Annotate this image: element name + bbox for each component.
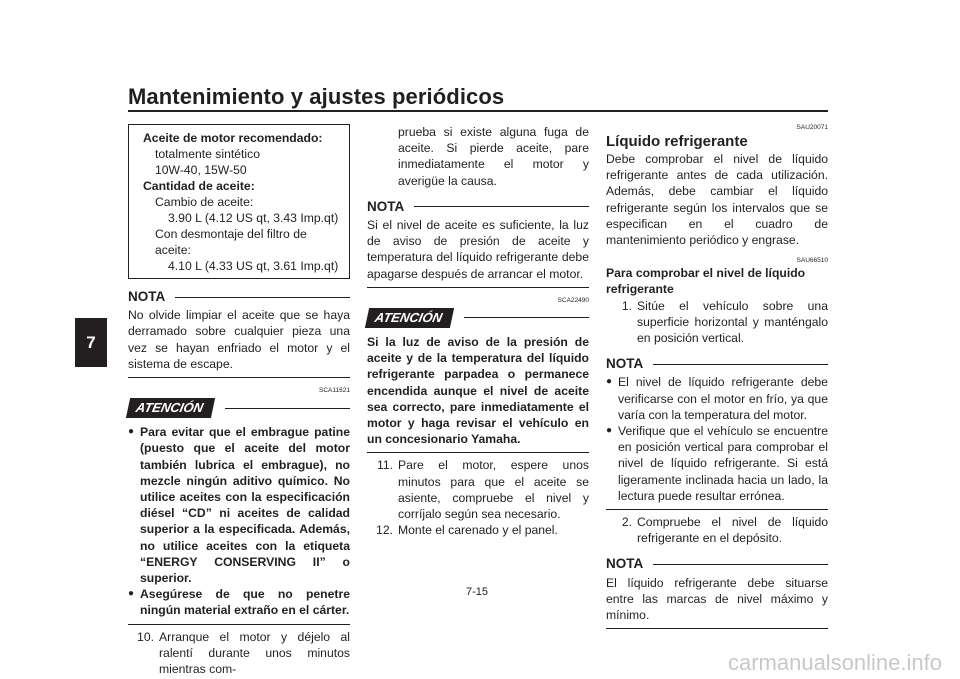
column-2: prueba si existe alguna fuga de aceite. … <box>364 124 589 538</box>
nota-text: Si el nivel de aceite es suficiente, la … <box>367 218 589 281</box>
nota-heading: NOTA <box>606 356 828 372</box>
step-item: 10. Arranque el motor y déjelo al ralent… <box>128 629 350 678</box>
step-number: 10. <box>137 629 154 644</box>
oil-label: Aceite de motor recomendado: <box>143 131 323 145</box>
step-text: Arranque el motor y déjelo al ralentí du… <box>159 629 350 677</box>
bullet-icon: ● <box>606 425 613 437</box>
nota-label: NOTA <box>606 556 644 572</box>
step-number: 11. <box>376 458 393 473</box>
nota-bullet: ● Verifique que el vehículo se encuentre… <box>606 423 828 504</box>
attention-bullet-text: Para evitar que el embrague patine (pues… <box>140 425 350 586</box>
step-number: 1. <box>621 298 632 313</box>
filter-label: Con desmontaje del filtro de aceite: <box>155 227 307 257</box>
filter-value: 4.10 L (4.33 US qt, 3.61 Imp.qt) <box>168 259 339 273</box>
nota-text: El líquido refrigerante debe situarse en… <box>606 575 828 623</box>
column-1: Aceite de motor recomendado: totalmente … <box>125 124 350 678</box>
nota-end-rule <box>606 509 828 511</box>
nota-end-rule <box>367 286 589 288</box>
attention-heading: ATENCIÓN <box>125 398 350 419</box>
attention-bullet: ● Para evitar que el embrague patine (pu… <box>128 424 350 586</box>
reference-code: SCA11621 <box>319 387 350 395</box>
reference-code: SAU20071 <box>796 124 828 131</box>
nota-end-rule <box>606 628 828 630</box>
bullet-icon: ● <box>128 588 135 600</box>
oil-type: totalmente sintético <box>155 147 261 161</box>
step-text: Monte el carenado y el panel. <box>398 523 558 538</box>
nota-label: NOTA <box>606 356 644 372</box>
nota-label: NOTA <box>128 289 166 304</box>
step-item: 2. Compruebe el nivel de líquido refrige… <box>606 514 828 546</box>
nota-end-rule <box>128 377 350 379</box>
step-item: 11. Pare el motor, espere unos minutos p… <box>367 457 589 522</box>
change-value: 3.90 L (4.12 US qt, 3.43 Imp.qt) <box>168 211 339 225</box>
section-heading: Líquido refrigerante <box>606 133 748 150</box>
page-number: 7-15 <box>466 586 489 598</box>
subsection-heading: Para comprobar el nivel de líquido refri… <box>606 266 806 297</box>
attention-text: Si la luz de aviso de la presión de acei… <box>367 335 589 447</box>
nota-heading: NOTA <box>367 199 589 215</box>
section-intro: Debe comprobar el nivel de líquido refri… <box>606 152 828 248</box>
bullet-icon: ● <box>606 376 613 388</box>
reference-code: SAU66510 <box>796 257 828 265</box>
nota-heading: NOTA <box>128 289 350 305</box>
step-text: Compruebe el nivel de líquido refrigeran… <box>637 515 828 546</box>
attention-end-rule <box>367 452 589 454</box>
nota-label: NOTA <box>367 198 405 214</box>
nota-text: No olvide limpiar el aceite que se haya … <box>128 308 350 371</box>
attention-end-rule <box>128 623 350 625</box>
title-rule <box>128 110 828 112</box>
step-text: Sitúe el vehículo sobre una superficie h… <box>637 298 828 346</box>
chapter-tab: 7 <box>75 318 107 367</box>
step-number: 2. <box>621 515 632 530</box>
step-continuation: prueba si existe alguna fuga de aceite. … <box>398 125 589 188</box>
quantity-label: Cantidad de aceite: <box>143 179 255 193</box>
change-label: Cambio de aceite: <box>155 195 254 209</box>
attention-bullet: ● Asegúrese de que no penetre ningún mat… <box>128 586 350 618</box>
step-item: 1. Sitúe el vehículo sobre una superfici… <box>606 298 828 347</box>
oil-grade: 10W-40, 15W-50 <box>155 163 247 177</box>
bullet-icon: ● <box>128 426 135 438</box>
page-title: Mantenimiento y ajustes periódicos <box>128 84 505 109</box>
step-text: Pare el motor, espere unos minutos para … <box>398 458 589 522</box>
oil-spec-box: Aceite de motor recomendado: totalmente … <box>128 124 350 279</box>
attention-bullet-text: Asegúrese de que no penetre ningún mater… <box>140 587 350 618</box>
watermark: carmanualsonline.info <box>727 650 942 675</box>
attention-badge: ATENCIÓN <box>364 307 455 329</box>
attention-badge: ATENCIÓN <box>125 398 216 419</box>
nota-bullet-text: Verifique que el vehículo se encuentre e… <box>618 424 828 503</box>
step-number: 12. <box>376 523 393 538</box>
column-3: SAU20071 Líquido refrigerante Debe compr… <box>606 124 828 630</box>
nota-heading: NOTA <box>606 556 828 572</box>
attention-heading: ATENCIÓN <box>364 307 589 329</box>
nota-bullet: ● El nivel de líquido refrigerante debe … <box>606 374 828 423</box>
reference-code: SCA22490 <box>557 296 589 304</box>
nota-bullet-text: El nivel de líquido refrigerante debe ve… <box>618 375 828 422</box>
step-item: 12. Monte el carenado y el panel. <box>367 522 589 538</box>
